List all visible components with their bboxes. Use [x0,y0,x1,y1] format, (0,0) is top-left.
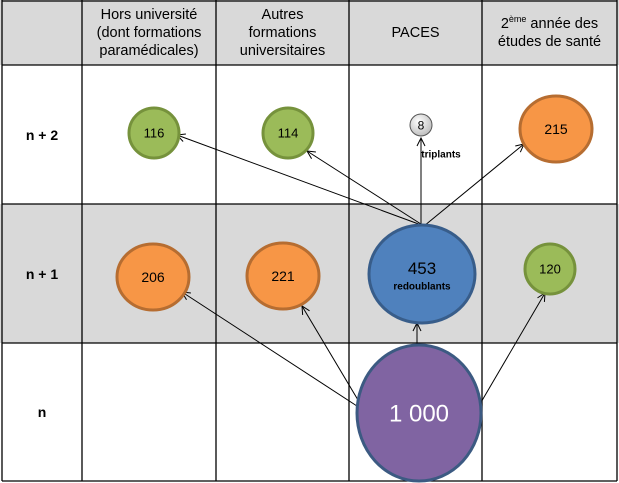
node-n1-paces: 453 redoublants [367,223,477,325]
arrow-n-paces-to-n1-2eme [479,293,545,405]
node-value: 8 [418,118,425,132]
node-circle [523,242,577,296]
arrow-n1-paces-to-n2-autres [307,151,425,227]
node-n1-autres: 221 [245,241,321,311]
column-header-paces: PACES [349,0,482,65]
node-value: 120 [539,262,561,277]
node-sublabel: triplants [421,150,461,161]
header-line: Hors université [100,6,198,23]
arrow-n-paces-to-n1-autres [302,306,359,401]
node-n2-hors: 116 [127,106,181,160]
node-n2-paces: 8 triplants [409,113,461,161]
node-value: 114 [278,126,299,141]
header-line: études de santé [497,33,602,50]
column-header-2eme-annee: 2ème année des études de santé [482,0,617,65]
node-n1-hors: 206 [115,242,191,312]
node-n1-2eme: 120 [523,242,577,296]
header-line: formations [248,24,317,41]
header-line: (dont formations [96,24,202,41]
nodes: 116 114 8 triplants 215 206 221 453 redoublants 1… [115,94,594,483]
arrow-n1-paces-to-n2-2eme [423,144,524,227]
header-line: PACES [391,24,440,41]
node-value: 215 [544,121,568,137]
arrow-n-paces-to-n1-hors [182,292,361,409]
node-circle [245,241,321,311]
node-value: 221 [271,268,295,284]
header-superscript: ème [508,13,527,24]
node-circle [127,106,181,160]
node-value: 453 [408,259,436,278]
row-label-n-plus-2: n + 2 [25,126,59,143]
edges [177,135,545,409]
node-n2-autres: 114 [261,106,315,160]
header-prefix: 2 [500,15,509,32]
header-row-background [0,0,619,65]
node-value: 206 [141,269,165,285]
node-n-paces: 1 000 [355,343,483,483]
node-n2-2eme: 215 [518,94,594,164]
node-circle [115,242,191,312]
row-label-n: n [37,404,47,420]
header-line: année des [526,15,599,32]
node-circle [367,223,477,325]
node-circle [261,106,315,160]
header-line: paramédicales) [99,42,199,59]
node-circle [518,94,594,164]
header-line: Autres [261,6,304,23]
node-circle [355,343,483,483]
row-label-n-plus-1: n + 1 [25,265,59,282]
node-circle [409,113,433,137]
column-header-hors-universite: Hors université (dont formations paraméd… [82,0,216,65]
column-header-autres-formations: Autres formations universitaires [216,0,349,65]
node-sublabel: redoublants [393,282,451,293]
header-line: universitaires [239,42,326,59]
node-value: 1 000 [389,401,449,428]
node-value: 116 [144,126,165,141]
arrow-n1-paces-to-n2-hors [177,135,425,227]
